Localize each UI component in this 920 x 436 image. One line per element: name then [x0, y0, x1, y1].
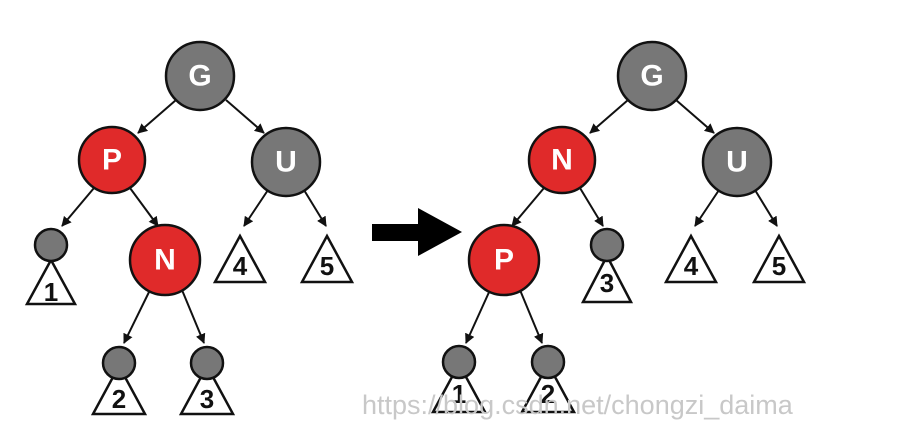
before-circle-n [128, 223, 202, 297]
edge-u-sub4 [243, 189, 269, 227]
before-subtree-1: 1 [44, 277, 58, 307]
before-node-u: U [275, 146, 297, 179]
edge-g-u [225, 99, 265, 134]
before-subtree-2: 2 [112, 384, 126, 414]
after-subtree-3: 3 [600, 268, 614, 298]
before-subtree-4: 4 [233, 251, 248, 281]
edge-u-sub4 [694, 189, 720, 227]
watermark: https://blog.csdn.net/chongzi_daima [362, 390, 793, 420]
after-triangle-2 [519, 361, 577, 414]
after-subtree-4: 4 [684, 251, 699, 281]
before-node-n: N [154, 244, 176, 277]
edge-g-u [675, 99, 715, 134]
after-stub-3 [589, 227, 625, 263]
after-node-g: G [640, 60, 663, 93]
before-circle-p [77, 125, 147, 195]
after-circle-g [616, 40, 688, 112]
edge-n-stub3 [181, 289, 206, 344]
edge-n-p [511, 187, 545, 227]
after-node-p: P [494, 244, 514, 277]
edge-u-sub5 [303, 189, 327, 227]
edge-g-p [137, 99, 177, 134]
edge-p-stub2 [519, 289, 544, 344]
edge-u-sub5 [754, 189, 778, 227]
after-circle-u [701, 126, 773, 198]
after-node-n: N [551, 144, 573, 177]
edge-p-stub1 [61, 187, 95, 227]
after-triangle-5 [751, 233, 807, 284]
right-arrow-icon [372, 208, 462, 256]
after-triangle-4 [663, 233, 719, 284]
after-stub-2 [530, 344, 566, 380]
before-tree: G P U N 1 2 3 4 5 [44, 60, 334, 415]
after-triangle-3 [580, 253, 634, 304]
before-stub-1 [33, 227, 69, 263]
edge-p-n [129, 187, 159, 227]
before-node-p: P [102, 144, 122, 177]
after-subtree-5: 5 [772, 251, 786, 281]
edge-g-n [589, 99, 629, 134]
after-node-u: U [726, 146, 748, 179]
after-tree: G N U P 1 2 3 4 5 [452, 60, 786, 410]
before-triangle-5 [299, 233, 355, 284]
before-stub-2 [101, 345, 137, 381]
after-subtree-2: 2 [541, 379, 555, 409]
before-circle-u [250, 126, 322, 198]
edge-p-stub1 [465, 289, 491, 344]
before-circle-g [164, 40, 236, 112]
shapes [24, 40, 807, 416]
edges [61, 99, 778, 344]
before-node-g: G [188, 60, 211, 93]
edge-n-stub3 [579, 187, 604, 227]
before-triangle-2 [90, 363, 148, 416]
after-circle-n [527, 125, 597, 195]
after-triangle-1 [430, 361, 488, 414]
after-stub-1 [441, 344, 477, 380]
after-subtree-1: 1 [452, 379, 466, 409]
before-subtree-3: 3 [200, 384, 214, 414]
edge-n-stub2 [123, 289, 151, 344]
before-triangle-3 [178, 363, 236, 416]
before-triangle-1 [24, 257, 78, 306]
after-circle-p [467, 223, 541, 297]
before-triangle-4 [212, 233, 268, 284]
before-stub-3 [189, 345, 225, 381]
before-subtree-5: 5 [320, 251, 334, 281]
